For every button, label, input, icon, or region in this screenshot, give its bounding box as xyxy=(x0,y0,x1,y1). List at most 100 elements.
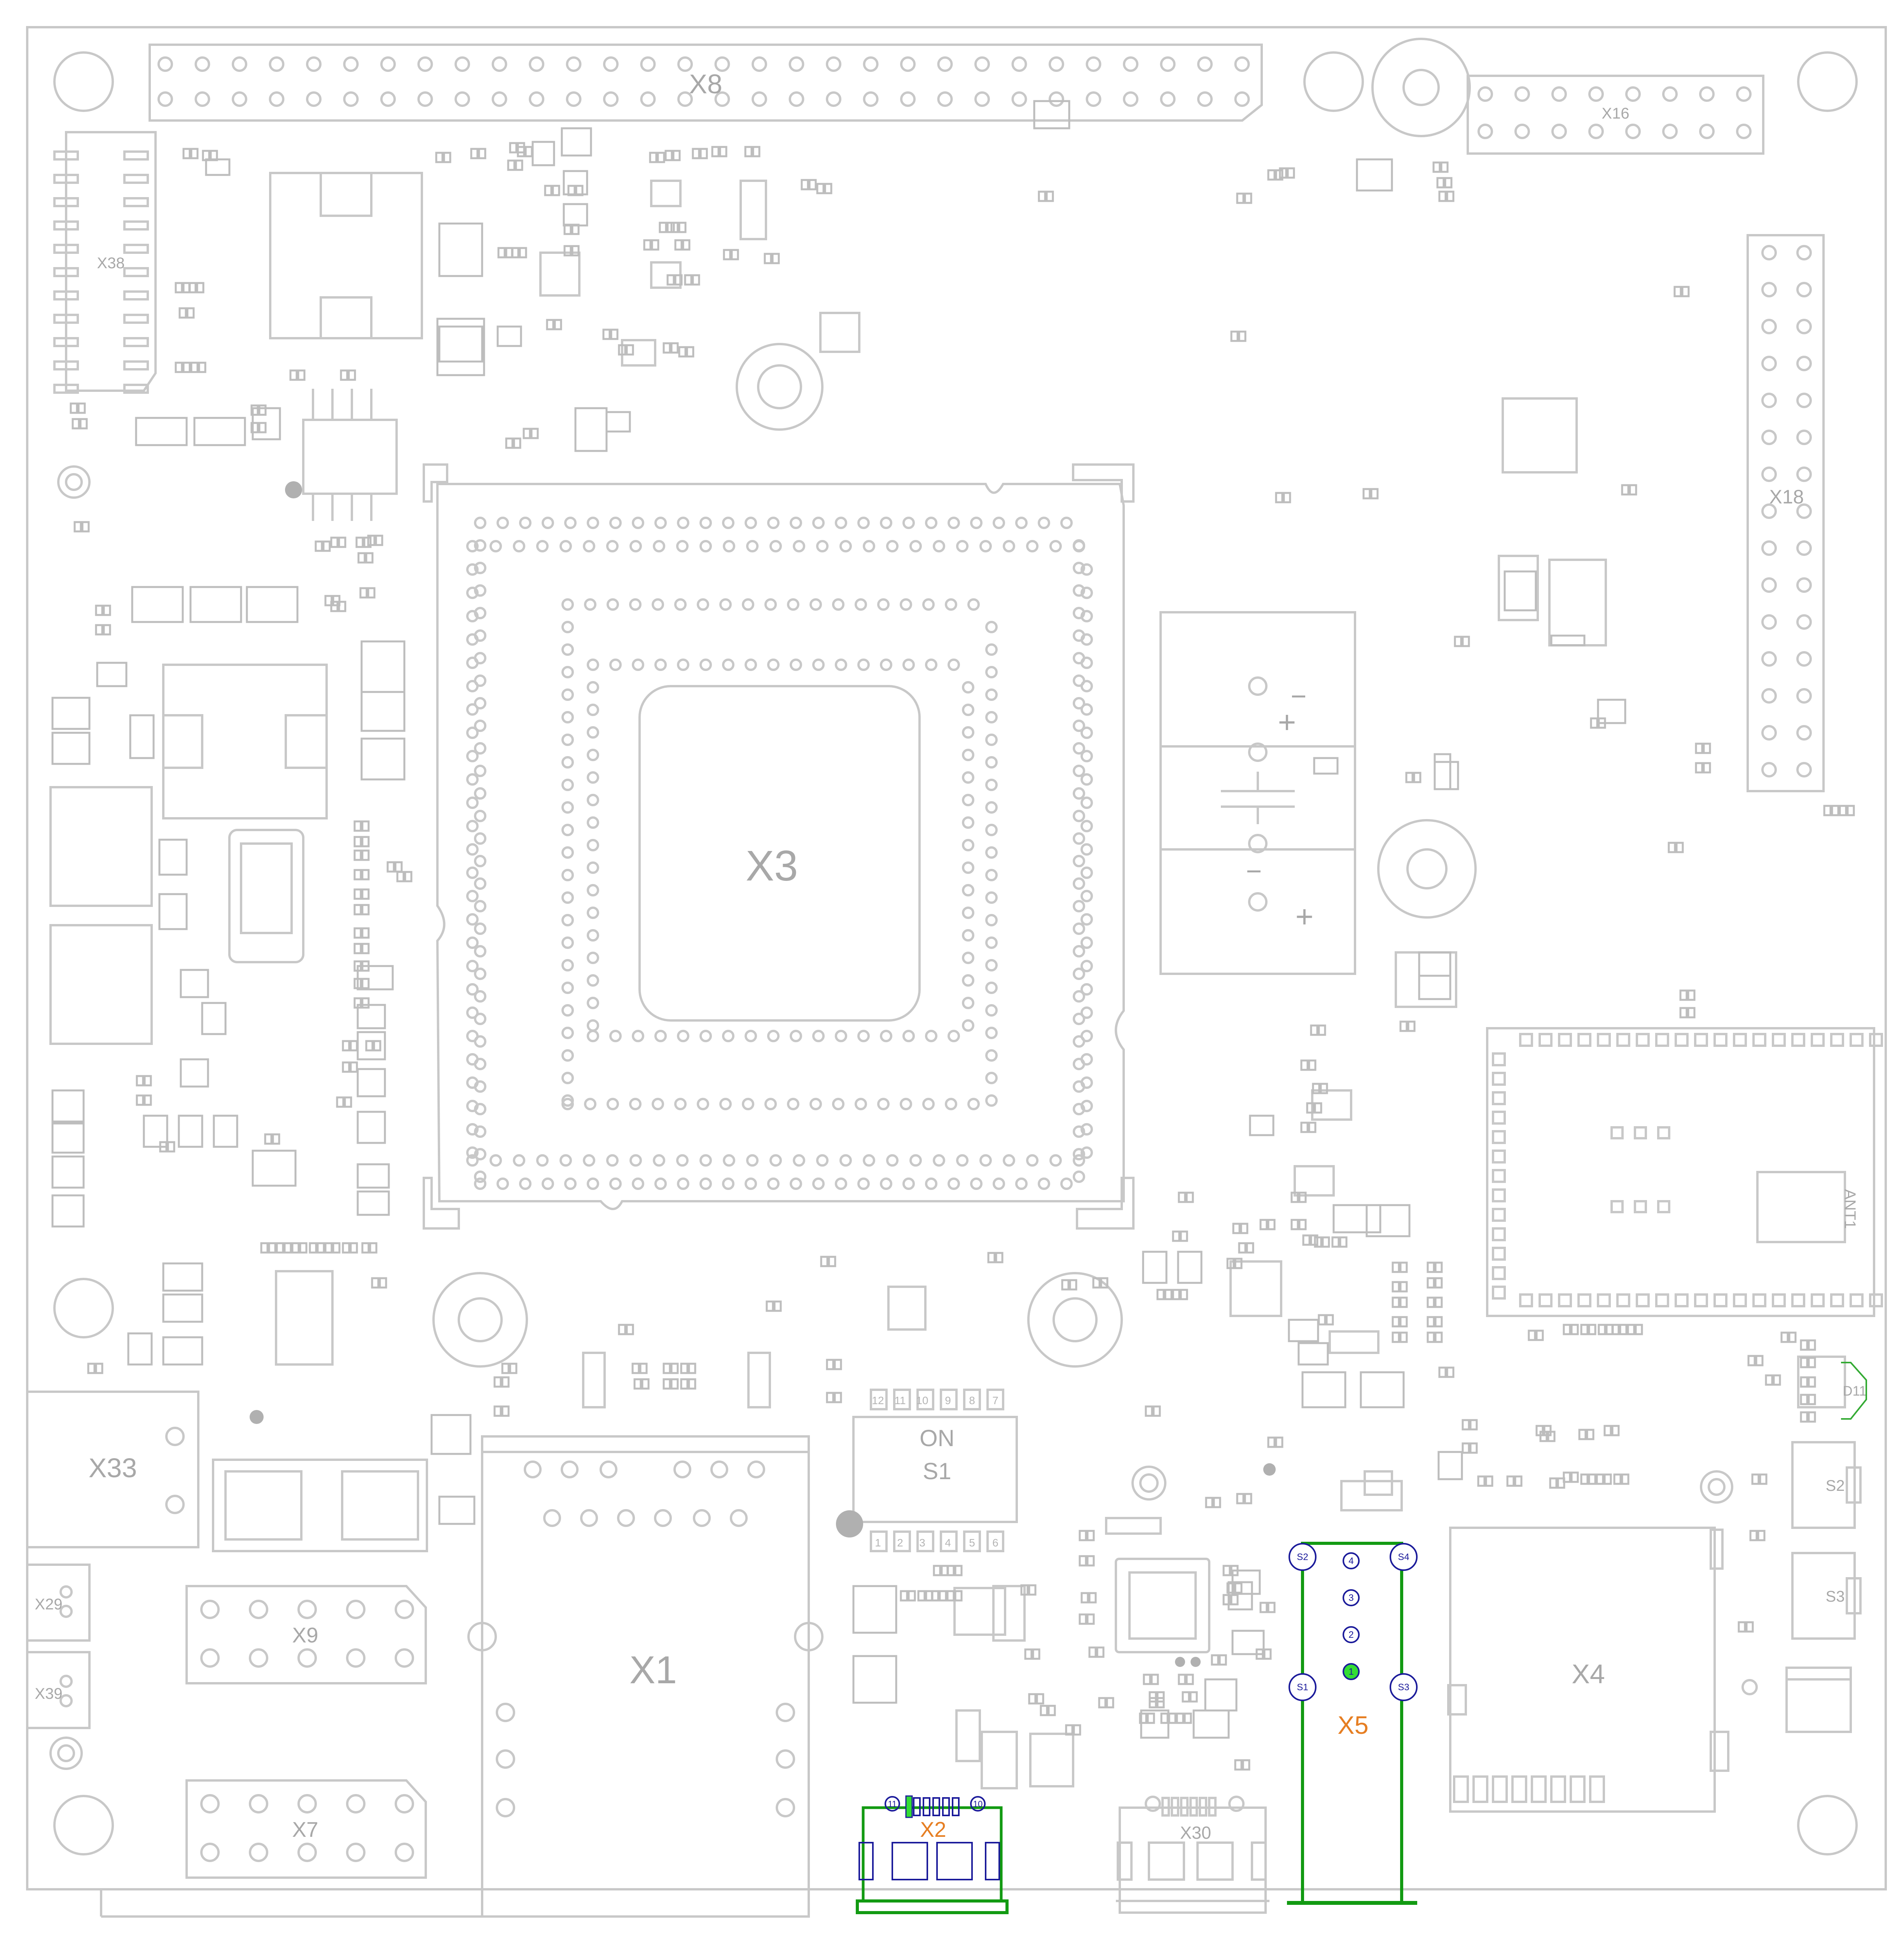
pad xyxy=(501,1405,510,1417)
pad xyxy=(731,249,739,260)
pad xyxy=(1528,1330,1536,1341)
pad xyxy=(563,245,572,257)
connector-x30 xyxy=(1116,1796,1269,1914)
pad xyxy=(361,927,370,939)
pad xyxy=(443,152,451,163)
pad xyxy=(773,1300,782,1312)
pad xyxy=(375,535,383,546)
pad xyxy=(925,659,937,671)
pad xyxy=(839,540,852,552)
pad xyxy=(289,369,298,381)
pad xyxy=(937,91,953,107)
pad xyxy=(1073,720,1085,732)
pad xyxy=(745,517,757,529)
socket-x3 xyxy=(423,463,1135,1230)
pad xyxy=(1551,86,1567,102)
pad xyxy=(1081,1006,1093,1019)
pad xyxy=(1098,1697,1107,1709)
pad xyxy=(346,1648,365,1668)
pad xyxy=(1081,587,1093,599)
pad xyxy=(1808,1394,1816,1405)
pad xyxy=(962,907,974,919)
pad xyxy=(1808,1411,1816,1423)
pad xyxy=(361,997,370,1009)
pad xyxy=(1073,584,1085,597)
pad xyxy=(745,659,757,671)
pad xyxy=(332,1242,341,1254)
pad xyxy=(561,824,574,836)
pad xyxy=(511,247,519,259)
pad xyxy=(1761,319,1777,334)
pad xyxy=(1143,1674,1151,1685)
pad xyxy=(1611,1425,1620,1436)
pad xyxy=(693,1509,711,1527)
pad xyxy=(1222,1565,1231,1576)
pad xyxy=(1772,1033,1786,1047)
pad xyxy=(907,1590,916,1602)
pad xyxy=(1306,1102,1315,1114)
pad xyxy=(986,1389,1004,1410)
pad xyxy=(985,1004,998,1017)
pad xyxy=(816,540,829,552)
pad xyxy=(1588,1473,1596,1485)
pad xyxy=(962,816,974,829)
pad xyxy=(1780,1331,1789,1343)
pad xyxy=(970,1178,983,1190)
pad xyxy=(1800,1411,1808,1423)
pad xyxy=(1699,86,1715,102)
pad xyxy=(474,877,486,890)
pad xyxy=(1204,1678,1238,1712)
pad xyxy=(1610,1126,1624,1139)
pad xyxy=(1655,1293,1669,1307)
pad xyxy=(987,1252,996,1263)
pad xyxy=(1703,743,1711,754)
pad xyxy=(1081,750,1093,762)
pad xyxy=(1081,1592,1089,1604)
pad xyxy=(1796,466,1812,482)
pad xyxy=(1156,1697,1165,1709)
pad xyxy=(474,720,486,732)
pad xyxy=(626,1324,634,1335)
pad xyxy=(931,1590,939,1602)
pad xyxy=(664,150,673,161)
pad xyxy=(1675,842,1684,853)
pad xyxy=(1492,1775,1508,1803)
pad xyxy=(466,867,479,879)
pad xyxy=(985,1027,998,1039)
pad xyxy=(379,1277,387,1289)
pad xyxy=(1772,1293,1786,1307)
pad xyxy=(826,1392,834,1403)
pad xyxy=(79,418,88,430)
pad xyxy=(509,1363,518,1374)
pad xyxy=(1308,1122,1317,1133)
pad xyxy=(1506,1475,1515,1487)
pad xyxy=(1073,1724,1081,1736)
pad xyxy=(474,945,486,957)
pad xyxy=(1679,989,1688,1001)
pad xyxy=(1365,1204,1411,1237)
pad xyxy=(933,540,945,552)
pad xyxy=(346,1600,365,1619)
pad xyxy=(1331,1236,1340,1248)
pad xyxy=(1086,56,1101,72)
pad xyxy=(1761,577,1777,593)
pad xyxy=(857,659,870,671)
pad xyxy=(1086,1530,1095,1541)
pad xyxy=(1226,1258,1235,1269)
pad xyxy=(1436,177,1445,189)
pad xyxy=(297,1843,317,1862)
pad xyxy=(51,732,91,765)
pad xyxy=(51,1089,85,1123)
pad xyxy=(587,794,599,806)
pad xyxy=(580,1509,598,1527)
pad xyxy=(764,598,777,611)
pad xyxy=(180,1058,209,1088)
pad xyxy=(852,1655,897,1704)
pad xyxy=(496,1703,515,1722)
pad xyxy=(1681,286,1690,297)
pad xyxy=(587,974,599,987)
pad xyxy=(1869,1293,1883,1307)
pad xyxy=(974,91,990,107)
pad xyxy=(776,1749,795,1769)
